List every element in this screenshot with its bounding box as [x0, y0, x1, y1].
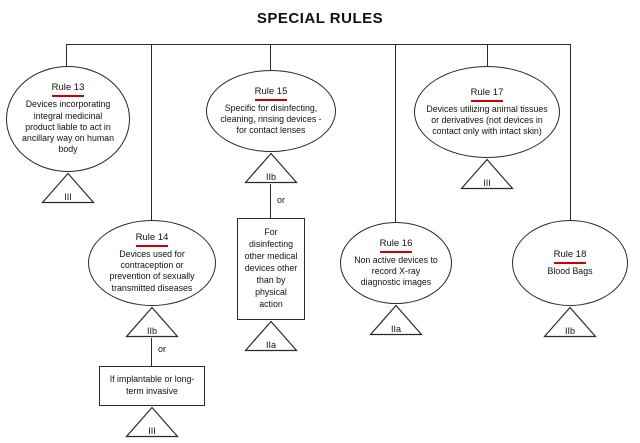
- connector-rule15: [270, 44, 271, 70]
- rule17-node: Rule 17 Devices utilizing animal tissues…: [414, 66, 560, 158]
- rule15-description: Specific for disinfecting, cleaning, rin…: [220, 102, 322, 136]
- connector-rule15-or: [270, 184, 271, 218]
- rule15-sub-node: For disinfecting other medical devices o…: [237, 218, 305, 320]
- rule16-title: Rule 16: [379, 238, 413, 253]
- triangle-icon: [125, 406, 179, 438]
- rule13-class-label: III: [64, 192, 72, 202]
- rule15-sub-class-label: IIa: [265, 340, 276, 350]
- rule15-class-label: IIb: [265, 172, 276, 182]
- rule16-class-label: IIa: [390, 324, 401, 334]
- rule14-sub-node: If implantable or long-term invasive: [99, 366, 205, 406]
- triangle-icon: [125, 306, 179, 338]
- triangle-icon: [460, 158, 514, 190]
- triangle-icon: [244, 320, 298, 352]
- rule14-description: Devices used for contraception or preven…: [109, 248, 195, 293]
- rule13-description: Devices incorporating integral medicinal…: [22, 99, 114, 155]
- triangle-icon: [369, 304, 423, 336]
- rule18-class-label: IIb: [564, 326, 575, 336]
- rule15-node: Rule 15 Specific for disinfecting, clean…: [206, 70, 336, 152]
- rule14-class-label: IIb: [146, 326, 157, 336]
- rule17-description: Devices utilizing animal tissues or deri…: [426, 103, 548, 137]
- rule14-title: Rule 14: [135, 232, 169, 247]
- rule17-class-symbol: III: [460, 158, 514, 190]
- connector-rule14-or: [151, 338, 152, 366]
- rule15-title: Rule 15: [254, 86, 288, 101]
- rule14-or-label: or: [158, 344, 167, 354]
- connector-rule13: [66, 44, 67, 66]
- rule18-title: Rule 18: [553, 249, 587, 264]
- rule18-node: Rule 18 Blood Bags: [512, 220, 628, 306]
- rule13-node: Rule 13 Devices incorporating integral m…: [6, 66, 130, 172]
- triangle-icon: [41, 172, 95, 204]
- rule18-description: Blood Bags: [547, 265, 593, 276]
- connector-rule18: [570, 44, 571, 220]
- rule16-node: Rule 16 Non active devices to record X-r…: [340, 222, 452, 304]
- rule14-sub-class-label: III: [148, 426, 156, 436]
- triangle-icon: [543, 306, 597, 338]
- rule13-title: Rule 13: [51, 82, 85, 98]
- rule15-sub-class-symbol: IIa: [244, 320, 298, 352]
- rule16-class-symbol: IIa: [369, 304, 423, 336]
- connector-rule17: [487, 44, 488, 66]
- rule17-class-label: III: [483, 178, 491, 188]
- rule13-class-symbol: III: [41, 172, 95, 204]
- connector-top-horizontal: [66, 44, 571, 45]
- rule15-or-label: or: [277, 195, 286, 205]
- rule16-description: Non active devices to record X-ray diagn…: [354, 254, 438, 288]
- connector-rule14: [151, 44, 152, 220]
- triangle-icon: [244, 152, 298, 184]
- rule17-title: Rule 17: [470, 87, 504, 102]
- connector-rule16: [395, 44, 396, 222]
- rule14-node: Rule 14 Devices used for contraception o…: [88, 220, 216, 306]
- rule18-class-symbol: IIb: [543, 306, 597, 338]
- rule14-class-symbol: IIb: [125, 306, 179, 338]
- page-title: SPECIAL RULES: [256, 10, 384, 27]
- rule15-class-symbol: IIb: [244, 152, 298, 184]
- rule14-sub-class-symbol: III: [125, 406, 179, 438]
